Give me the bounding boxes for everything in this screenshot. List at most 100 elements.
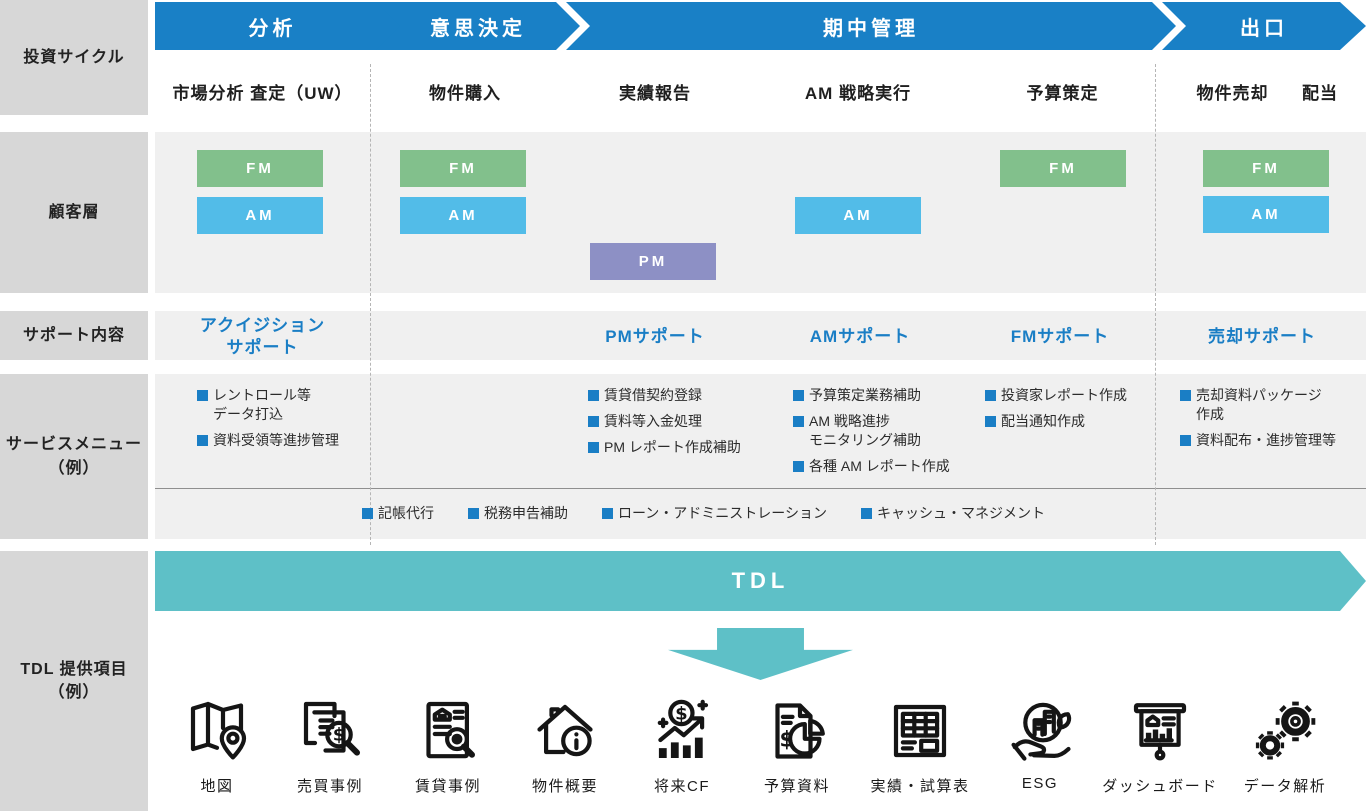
- stage-header-market-analysis: 市場分析 査定（UW）: [172, 83, 353, 103]
- services-row-background: [155, 374, 1366, 539]
- service-item: 各種 AM レポート作成: [793, 457, 975, 476]
- service-item: 売却資料パッケージ 作成: [1180, 386, 1358, 424]
- phase-banner-exit: 出口: [1162, 2, 1366, 50]
- tdl-item-budget-docs: $ 予算資料: [737, 695, 857, 796]
- tdl-item-label: ダッシュボード: [1102, 778, 1218, 795]
- tdl-item-sale-cases: $ 売買事例: [270, 695, 390, 796]
- bullet-square-icon: [1180, 390, 1191, 401]
- service-item: 資料受領等進捗管理: [197, 431, 369, 450]
- sale-cases-icon: $: [270, 695, 390, 767]
- row-label-service-menu: サービスメニュー （例）: [0, 374, 148, 539]
- property-overview-icon: [505, 695, 625, 767]
- service-list-acquisition: レントロール等 データ打込 資料受領等進捗管理: [197, 386, 369, 450]
- service-item: 予算策定業務補助: [793, 386, 975, 405]
- bullet-square-icon: [861, 508, 873, 519]
- stage-header-am-strategy: AM 戦略実行: [804, 83, 912, 103]
- customer-badge-fm: FM: [197, 150, 323, 187]
- bullet-square-icon: [588, 390, 599, 401]
- service-list-fm: 投資家レポート作成 配当通知作成: [985, 386, 1167, 431]
- customer-badge-am: AM: [795, 197, 921, 234]
- tdl-arrow-band: TDL: [155, 551, 1366, 611]
- service-list-sale: 売却資料パッケージ 作成 資料配布・進捗管理等: [1180, 386, 1358, 450]
- bullet-square-icon: [985, 390, 996, 401]
- service-item: 資料配布・進捗管理等: [1180, 431, 1358, 450]
- bullet-square-icon: [602, 508, 613, 519]
- tdl-item-label: 売買事例: [296, 778, 363, 795]
- results-trial-balance-icon: [860, 695, 980, 767]
- bullet-square-icon: [793, 415, 804, 427]
- service-item: PM レポート作成補助: [588, 438, 770, 457]
- bullet-square-icon: [1180, 434, 1191, 446]
- dashed-separator-analysis-decision: [370, 64, 371, 545]
- stage-header-purchase: 物件購入: [429, 83, 501, 103]
- stage-header-reporting: 実績報告: [619, 83, 691, 103]
- bullet-square-icon: [197, 390, 208, 401]
- customer-badge-am: AM: [400, 197, 526, 234]
- bullet-square-icon: [588, 415, 599, 427]
- svg-text:$: $: [675, 703, 688, 724]
- bullet-square-icon: [468, 508, 479, 519]
- tdl-item-future-cf: $ 将来CF: [622, 695, 742, 796]
- row-label-investment-cycle: 投資サイクル: [0, 0, 148, 115]
- support-row-background: [155, 311, 1366, 360]
- tdl-item-map: 地図: [157, 695, 277, 796]
- bullet-square-icon: [197, 434, 208, 446]
- service-list-am: 予算策定業務補助 AM 戦略進捗 モニタリング補助 各種 AM レポート作成: [793, 386, 975, 476]
- tdl-band-label: TDL: [731, 568, 790, 593]
- tdl-item-data-analysis: データ解析: [1225, 695, 1345, 796]
- down-arrow-icon: [668, 628, 853, 680]
- customer-badge-am: AM: [1203, 196, 1329, 233]
- tdl-item-label: 賃貸事例: [414, 778, 481, 795]
- tdl-item-property-overview: 物件概要: [505, 695, 625, 796]
- service-item: ローン・アドミニストレーション: [602, 504, 827, 523]
- service-item: 税務申告補助: [468, 504, 568, 523]
- stage-header-property-sale: 物件売却: [1196, 83, 1269, 103]
- bullet-square-icon: [362, 508, 373, 519]
- future-cf-icon: $: [622, 695, 742, 767]
- customer-badge-pm: PM: [590, 243, 716, 280]
- service-item: 賃貸借契約登録: [588, 386, 770, 405]
- customer-badge-fm: FM: [1203, 150, 1329, 187]
- phase-label: 分析: [248, 17, 297, 40]
- row-label-support: サポート内容: [0, 311, 148, 360]
- stage-header-dividend: 配当: [1302, 83, 1338, 103]
- tdl-item-results-trial-balance: 実績・試算表: [860, 695, 980, 796]
- phase-banner-management: 期中管理: [566, 2, 1176, 50]
- rental-cases-icon: [388, 695, 508, 767]
- stage-header-budgeting: 予算策定: [1026, 83, 1099, 103]
- tdl-item-label: 物件概要: [531, 778, 598, 795]
- map-icon: [157, 695, 277, 767]
- service-item: レントロール等 データ打込: [197, 386, 369, 424]
- dashed-separator-management-exit: [1155, 64, 1156, 545]
- service-item: 投資家レポート作成: [985, 386, 1167, 405]
- tdl-item-dashboard: ダッシュボード: [1100, 695, 1220, 796]
- service-list-pm: 賃貸借契約登録 賃料等入金処理 PM レポート作成補助: [588, 386, 770, 457]
- tdl-item-label: 予算資料: [763, 778, 830, 795]
- service-item: 賃料等入金処理: [588, 412, 770, 431]
- service-item: AM 戦略進捗 モニタリング補助: [793, 412, 975, 450]
- phase-label: 意思決定: [430, 17, 526, 40]
- phase-banner-analysis: 分析: [155, 2, 408, 50]
- svg-text:$: $: [333, 725, 346, 746]
- row-label-customers: 顧客層: [0, 132, 148, 293]
- support-label-sale: 売却サポート: [1208, 327, 1316, 346]
- tdl-item-label: ESG: [1021, 775, 1059, 792]
- tdl-item-label: データ解析: [1243, 778, 1327, 795]
- support-label-pm: PMサポート: [605, 327, 705, 346]
- row-label-tdl-items: TDL 提供項目（例）: [0, 551, 148, 811]
- esg-icon: [980, 695, 1100, 767]
- services-divider-line: [155, 488, 1366, 489]
- bullet-square-icon: [588, 441, 599, 453]
- phase-label: 期中管理: [823, 17, 919, 40]
- support-label-am: AMサポート: [809, 327, 911, 346]
- service-item: キャッシュ・マネジメント: [861, 504, 1045, 523]
- budget-docs-icon: $: [737, 695, 857, 767]
- customers-row-background: [155, 132, 1366, 293]
- tdl-item-esg: ESG: [980, 695, 1100, 792]
- service-item: 記帳代行: [362, 504, 434, 523]
- customer-badge-fm: FM: [400, 150, 526, 187]
- tdl-item-label: 地図: [200, 778, 234, 795]
- tdl-item-rental-cases: 賃貸事例: [388, 695, 508, 796]
- service-list-shared: 記帳代行 税務申告補助 ローン・アドミニストレーション キャッシュ・マネジメント: [362, 504, 1045, 523]
